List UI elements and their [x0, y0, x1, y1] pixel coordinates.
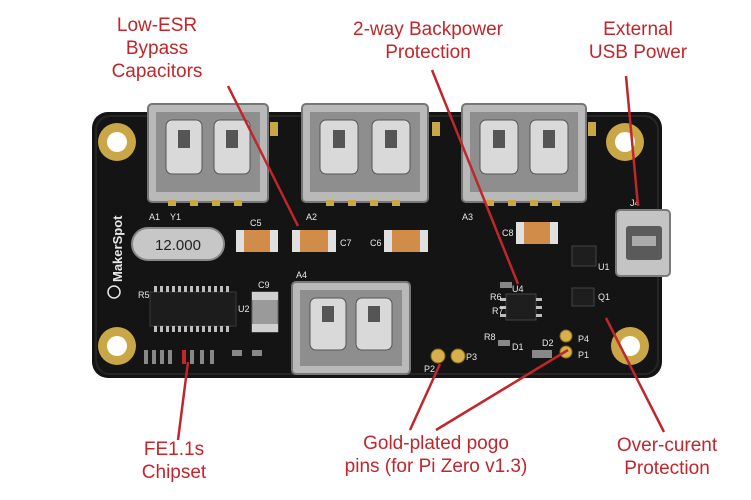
leader-backpower: [430, 69, 520, 285]
silk-d1: D1: [512, 342, 524, 352]
silk-a1: A1: [149, 212, 160, 222]
q1-transistor: [571, 287, 595, 307]
silk-r5: R5: [138, 290, 150, 300]
silk-y1: Y1: [170, 212, 181, 222]
silk-a2: A2: [306, 212, 317, 222]
port-solder-pads: [168, 122, 596, 206]
small-passives: [144, 282, 552, 364]
silk-a4: A4: [296, 270, 307, 280]
silk-p4: P4: [578, 334, 589, 344]
callout-pogo: Gold-plated pogo pins (for Pi Zero v1.3): [344, 433, 528, 477]
silk-p2: P2: [424, 364, 435, 374]
silk-c5: C5: [250, 218, 262, 228]
leader-external-usb: [624, 75, 640, 207]
silk-u4: U4: [512, 284, 524, 294]
callout-low-esr: Low-ESR Bypass Capacitors: [111, 15, 203, 82]
leader-chipset: [176, 361, 190, 441]
brand-text: MakerSpot: [110, 215, 125, 282]
usb-port-a2: [301, 103, 429, 203]
silk-u1: U1: [598, 262, 610, 272]
capacitor-c9: [251, 291, 279, 333]
silk-r6: R6: [490, 292, 502, 302]
mounting-hole-bl: [98, 327, 136, 365]
usb-port-a1: [147, 103, 269, 203]
silk-q1: Q1: [598, 292, 610, 302]
fe11s-chip: [149, 286, 237, 332]
callout-leaders: [176, 69, 666, 441]
silk-a3: A3: [462, 212, 473, 222]
silk-c6: C6: [370, 238, 382, 248]
leader-pogo-right: [435, 348, 569, 432]
callout-chipset: FE1.1s Chipset: [141, 439, 207, 483]
silk-c9: C9: [258, 280, 270, 290]
capacitor-c8: [516, 222, 558, 244]
usb-port-a3: [461, 103, 587, 203]
callout-overcurrent: Over-curent Protection: [616, 435, 718, 479]
makerspot-logo: MakerSpot: [107, 215, 125, 299]
mounting-hole-tl: [98, 123, 136, 161]
capacitor-c5: [236, 230, 278, 252]
crystal-oscillator: 12.000: [131, 227, 225, 261]
leader-overcurrent: [604, 317, 666, 433]
silk-p3: P3: [466, 352, 477, 362]
silk-d2: D2: [542, 338, 554, 348]
silk-c7: C7: [340, 238, 352, 248]
silk-c8: C8: [502, 228, 514, 238]
silk-r8: R8: [484, 332, 496, 342]
pogo-pins-p2-p3: [430, 348, 466, 364]
leader-low-esr: [226, 85, 300, 227]
silk-p1: P1: [578, 350, 589, 360]
leader-pogo-left: [408, 363, 442, 431]
capacitor-c6: [384, 230, 428, 252]
usb-port-a4: [291, 281, 411, 375]
silk-r7: R7: [492, 306, 504, 316]
crystal-label: 12.000: [155, 237, 201, 254]
mounting-hole-br: [611, 327, 649, 365]
callout-backpower: 2-way Backpower Protection: [353, 19, 503, 63]
capacitor-c7: [292, 230, 336, 252]
silkscreen-labels: A1 Y1 A2 A3 A4 C5 C7 C6 C8 C9 U2 U4 R5 R…: [138, 198, 640, 374]
callout-external-usb: External USB Power: [588, 19, 688, 63]
u1-chip: [571, 245, 597, 267]
silk-u2: U2: [238, 304, 250, 314]
silk-j4: J4: [630, 198, 640, 208]
micro-usb-j4: [615, 209, 671, 277]
mounting-hole-tr: [606, 123, 644, 161]
u4-chip: [500, 293, 542, 321]
